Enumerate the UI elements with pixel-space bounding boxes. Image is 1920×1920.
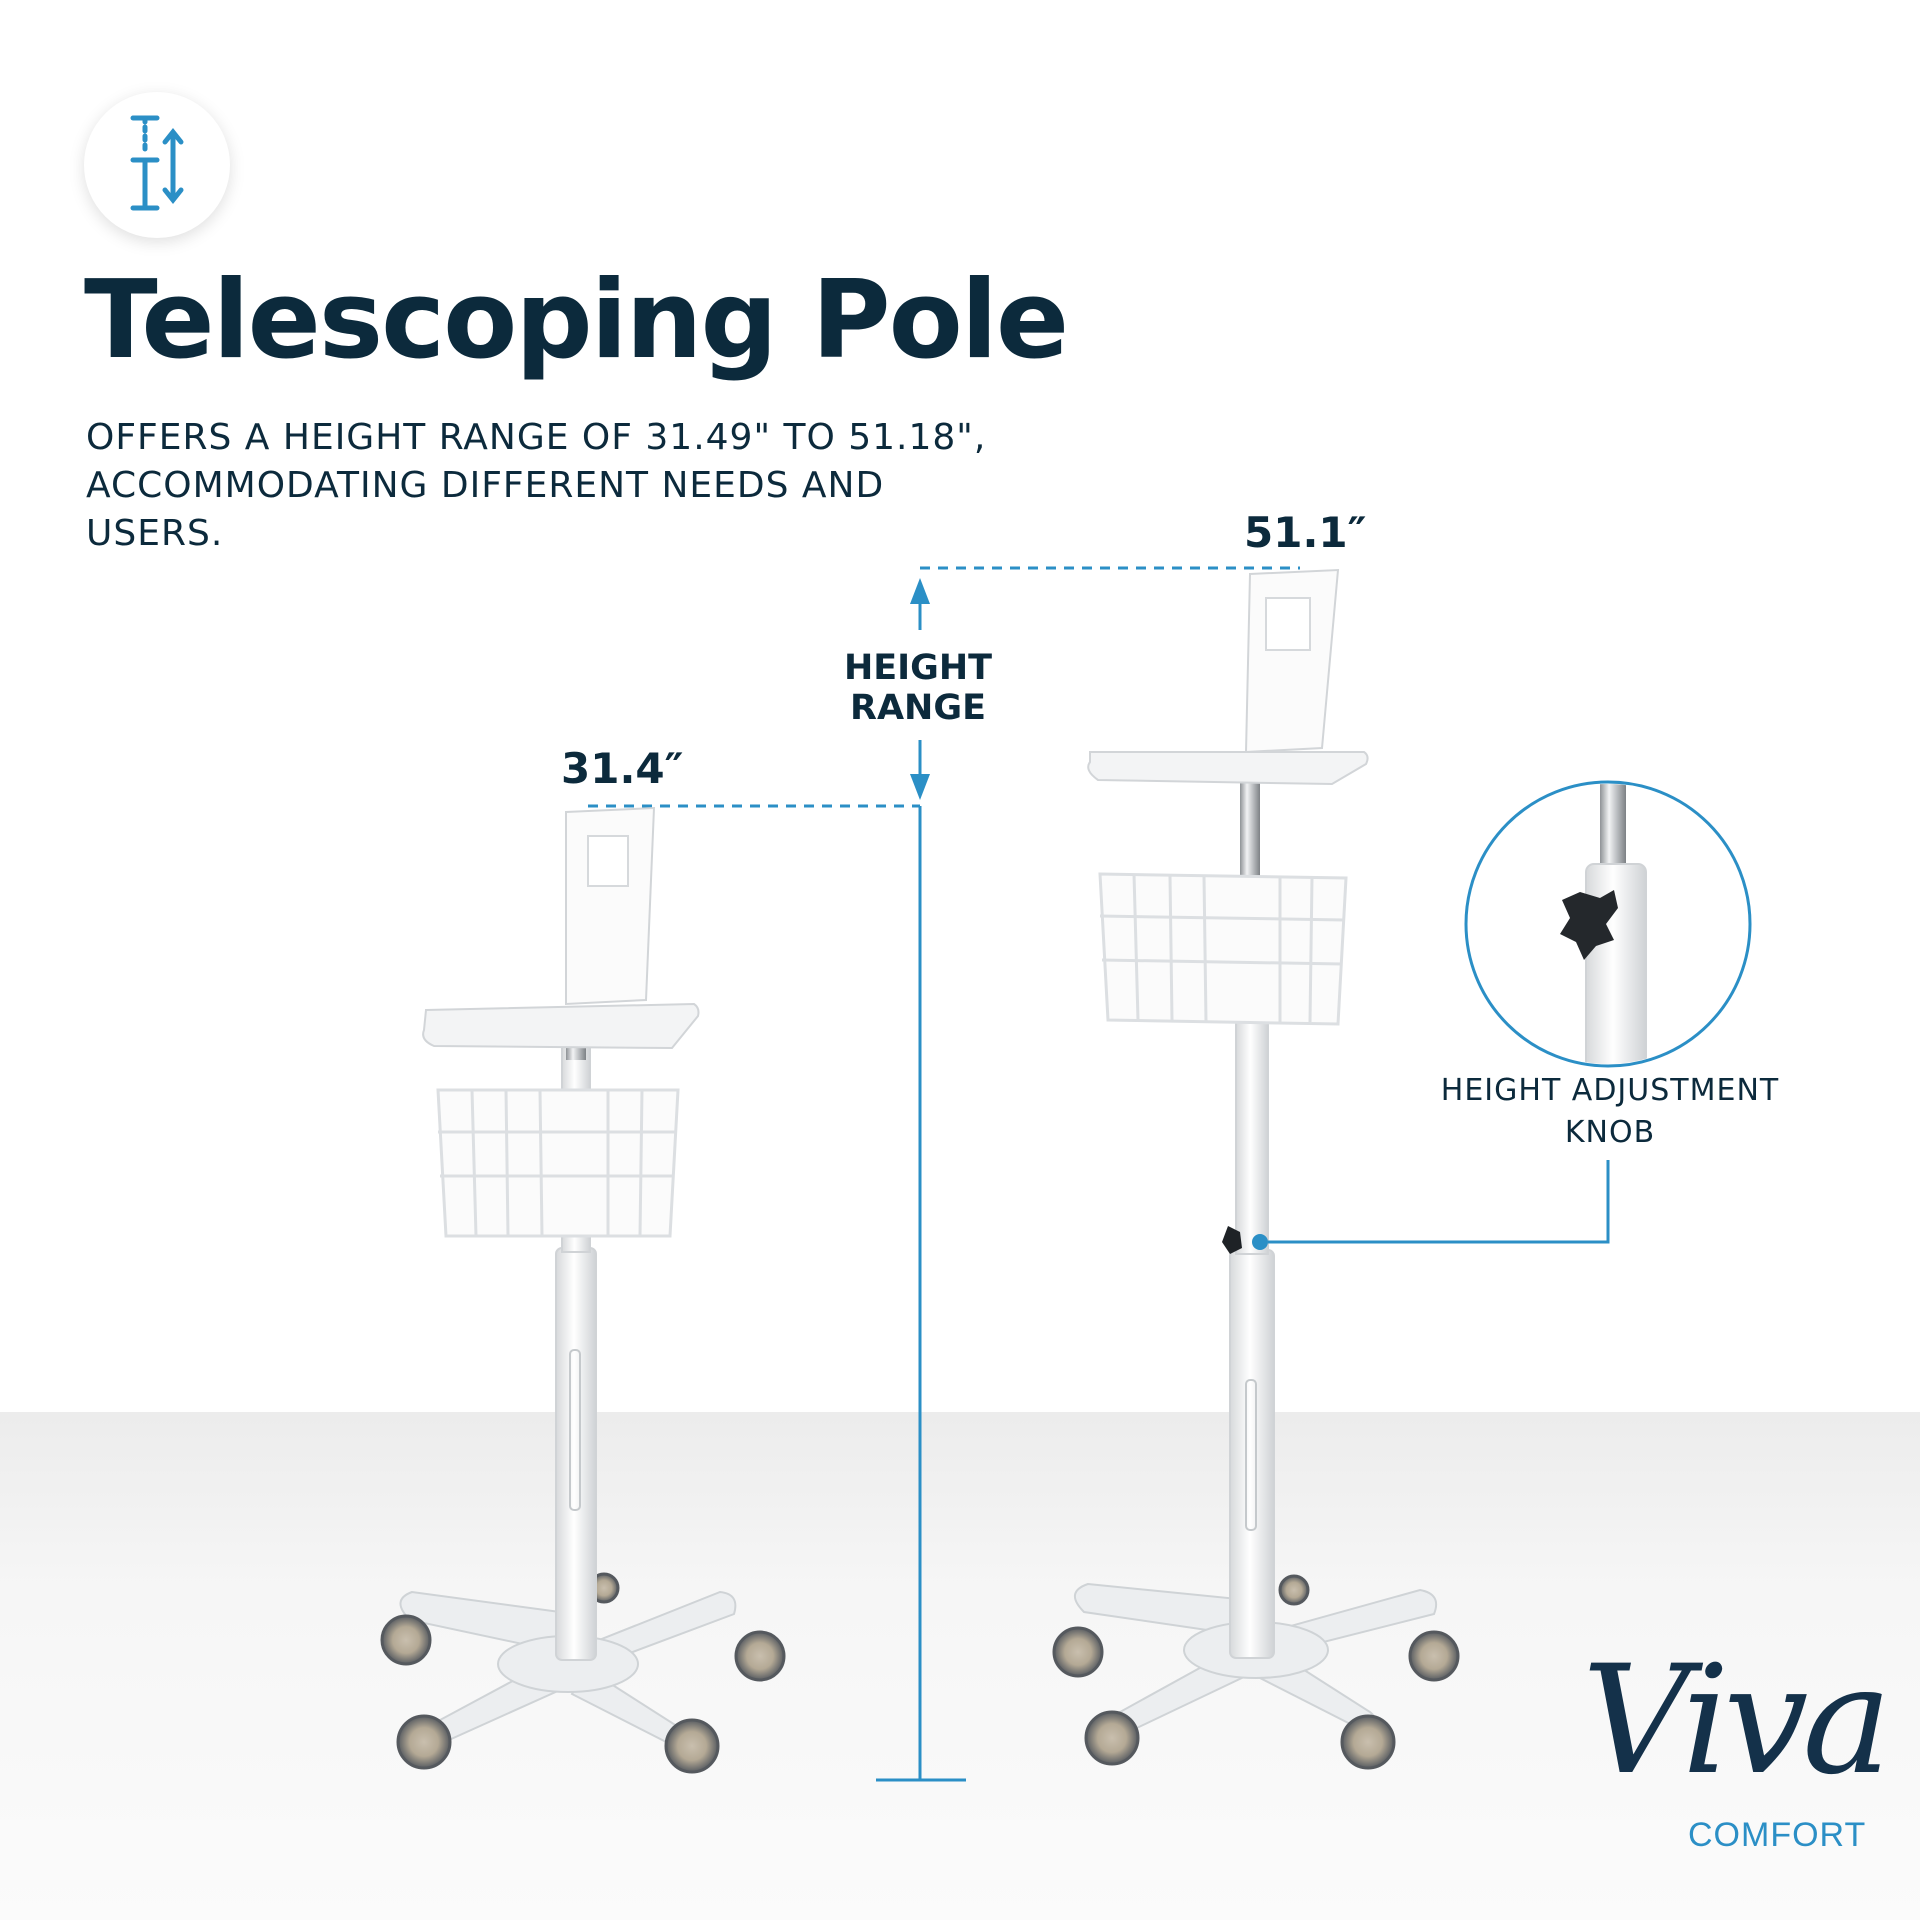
floor-backdrop [0, 1412, 1920, 1920]
height-range-label: HEIGHT RANGE [843, 648, 993, 728]
height-min-label: 31.4″ [561, 744, 684, 793]
knob-callout-label: HEIGHT ADJUSTMENT KNOB [1440, 1073, 1780, 1150]
cart-lowered-basket [436, 1088, 680, 1238]
brand-tagline: COMFORT [1688, 1816, 1867, 1854]
cart-lowered [380, 806, 786, 1774]
dimension-lines [588, 566, 1300, 1782]
brand-name: Viva [1582, 1634, 1892, 1808]
page-title: Telescoping Pole [84, 258, 1069, 383]
cart-lowered-tube [555, 1247, 597, 1661]
height-adjust-icon [130, 115, 184, 211]
callout-leader-line [1268, 1160, 1610, 1244]
page-subtitle: OFFERS A HEIGHT RANGE OF 31.49" TO 51.18… [86, 417, 987, 554]
cart-extended-wheels [1052, 1574, 1460, 1770]
arrow-down-head [910, 774, 930, 800]
height-max-label: 51.1″ [1244, 508, 1367, 557]
cart-extended [1052, 568, 1460, 1770]
arrow-up-head [910, 578, 930, 604]
feature-badge [84, 92, 230, 238]
cart-extended-base [1074, 1582, 1438, 1738]
brand-logo: Viva COMFORT [1560, 1646, 1900, 1872]
knob-on-pole [1222, 1226, 1242, 1254]
cart-extended-tray [1087, 751, 1369, 786]
knob-callout [1268, 780, 1752, 1244]
cart-extended-basket [1098, 872, 1348, 1026]
knob-closeup [1560, 890, 1618, 960]
cart-lowered-tray [422, 1002, 700, 1050]
knob-callout-dot [1252, 1234, 1268, 1250]
